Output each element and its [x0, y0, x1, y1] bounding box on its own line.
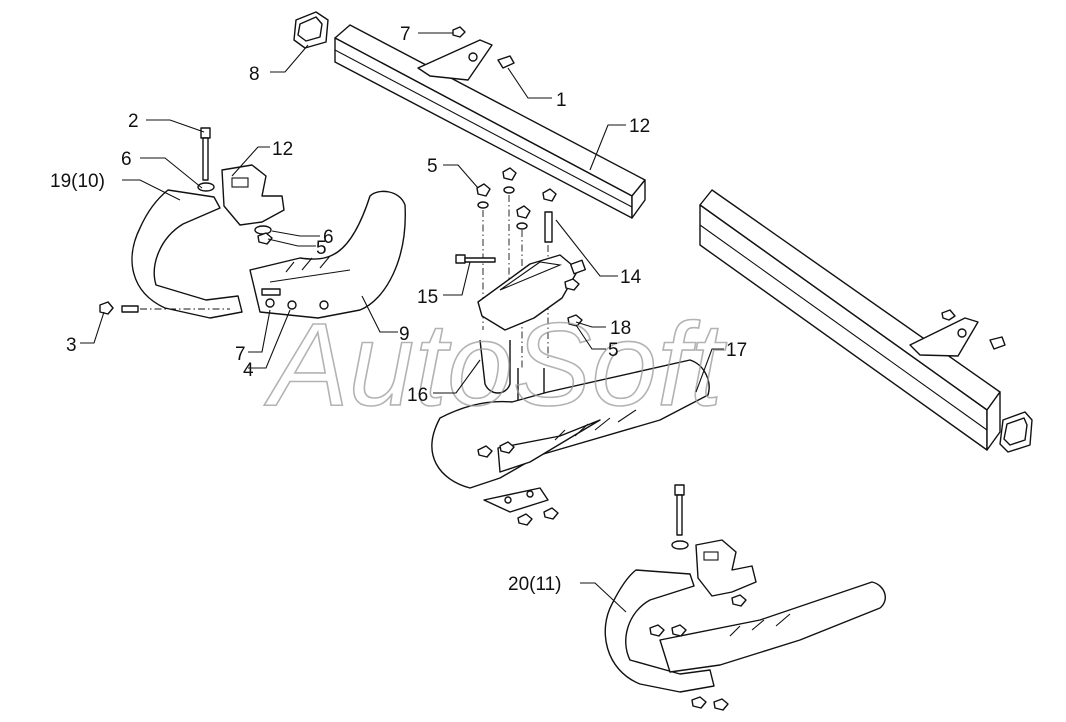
frame-bracket-top	[417, 26, 515, 81]
callout-7-left: 7	[235, 344, 246, 365]
lower-tine-assembly	[604, 484, 886, 711]
center-tine-assembly	[431, 359, 710, 526]
callout-12-left: 12	[272, 139, 293, 160]
frame-bracket-right	[909, 309, 1006, 357]
callout-6-left: 6	[323, 227, 334, 248]
callout-18: 18	[610, 318, 631, 339]
callout-14: 14	[620, 267, 642, 288]
callout-19-10: 19(10)	[50, 171, 105, 192]
left-tine-assembly	[99, 127, 406, 319]
callout-5-left: 5	[316, 238, 327, 259]
callout-5-right: 5	[608, 340, 619, 361]
callout-8: 8	[249, 64, 260, 85]
callout-15: 15	[417, 287, 438, 308]
callout-2: 2	[128, 111, 139, 132]
callout-9: 9	[399, 324, 410, 345]
callout-17: 17	[726, 340, 747, 361]
callout-20-11: 20(11)	[508, 574, 562, 595]
end-cap-top	[293, 11, 329, 49]
callout-labels: 8 7 1 12 2 6 19(10) 12 6 5 5 14 15 18 5 …	[50, 24, 747, 595]
end-cap-right	[999, 411, 1033, 453]
callout-6: 6	[121, 149, 132, 170]
frame-tube	[293, 11, 1033, 453]
callout-7: 7	[400, 24, 411, 45]
watermark-text: AutoSoft	[264, 299, 727, 431]
callout-5-center: 5	[427, 156, 438, 177]
callout-3: 3	[66, 335, 77, 356]
callout-4: 4	[243, 360, 254, 381]
callout-12: 12	[629, 116, 650, 137]
leader-lines	[80, 32, 724, 613]
callout-1: 1	[556, 90, 567, 111]
callout-16: 16	[407, 385, 428, 406]
